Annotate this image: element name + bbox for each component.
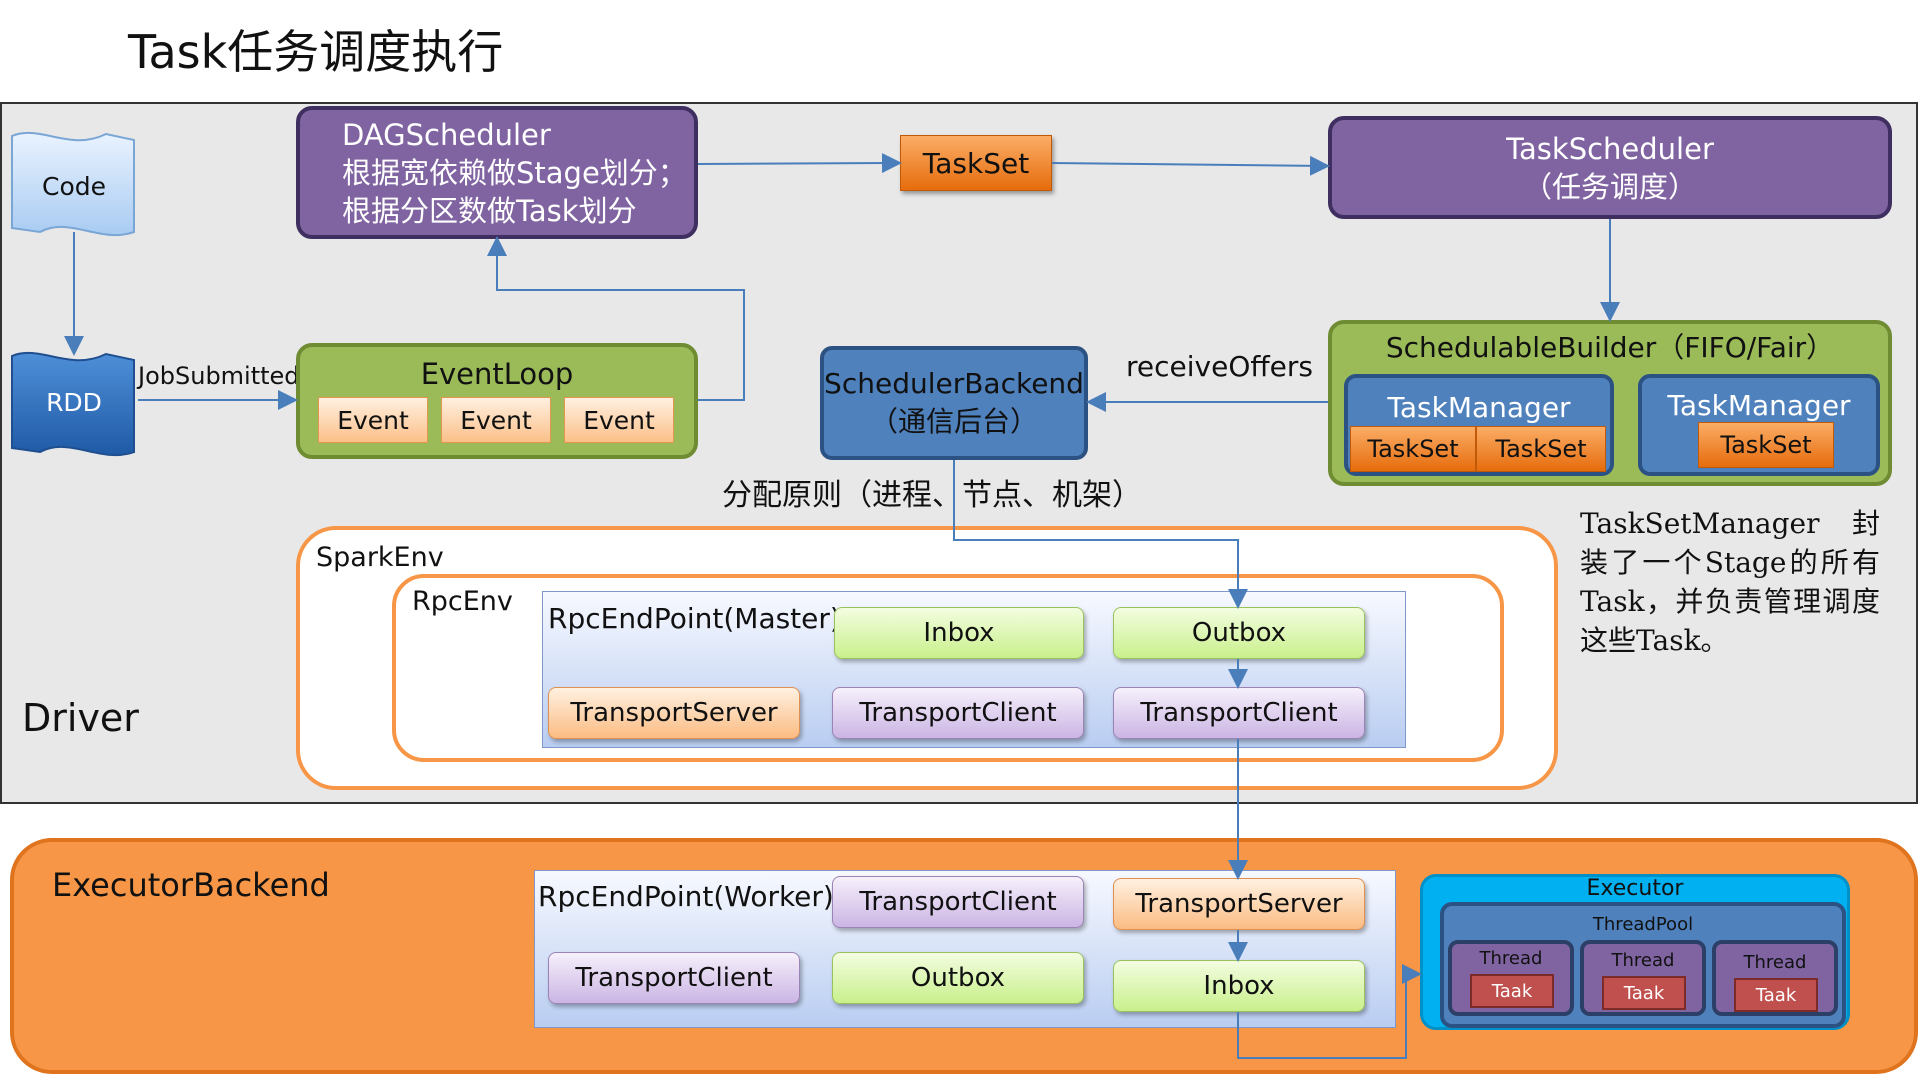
code-label: Code: [41, 171, 106, 201]
event-loop-title: EventLoop: [420, 357, 574, 391]
task-manager-2-taskset-1[interactable]: TaskSet: [1698, 422, 1834, 468]
arrow-eventloop-to-dag: [487, 236, 745, 401]
worker-outbox[interactable]: Outbox: [832, 952, 1084, 1004]
arrow-backend-to-outbox: [953, 460, 1248, 609]
task-scheduler-box[interactable]: TaskScheduler （任务调度）: [1328, 116, 1892, 219]
worker-transport-client-bottom[interactable]: TransportClient: [548, 952, 800, 1004]
worker-transport-server[interactable]: TransportServer: [1113, 878, 1365, 930]
worker-inbox[interactable]: Inbox: [1113, 960, 1365, 1012]
rdd-label: RDD: [46, 387, 102, 417]
arrow-dag-to-taskset: [697, 153, 902, 174]
dag-scheduler-box[interactable]: DAGScheduler 根据宽依赖做Stage划分； 根据分区数做Task划分: [296, 106, 698, 239]
task-scheduler-title: TaskScheduler: [1506, 131, 1714, 166]
scheduler-backend-subtitle: （通信后台）: [869, 405, 1038, 438]
rpc-endpoint-worker-title: RpcEndPoint(Worker): [538, 880, 834, 913]
spark-env-label: SparkEnv: [316, 542, 444, 573]
dag-scheduler-line2: 根据宽依赖做Stage划分；: [342, 156, 687, 190]
taak-box-1[interactable]: Taak: [1470, 974, 1554, 1008]
master-inbox[interactable]: Inbox: [834, 607, 1084, 659]
taak-box-2[interactable]: Taak: [1602, 976, 1686, 1010]
task-scheduler-subtitle: （任务调度）: [1522, 169, 1697, 204]
taskset-box[interactable]: TaskSet: [900, 135, 1052, 191]
rpc-env-label: RpcEnv: [412, 586, 513, 617]
thread-label-2: Thread: [1611, 949, 1675, 971]
task-manager-1-taskset-1[interactable]: TaskSet: [1350, 426, 1476, 472]
thread-label-1: Thread: [1479, 947, 1543, 969]
event-box-3[interactable]: Event: [564, 397, 674, 443]
code-document-shape: [11, 131, 135, 237]
dag-scheduler-title: DAGScheduler: [342, 118, 551, 152]
taskset-manager-note: TaskSetManager 封装了一个Stage的所有Task，并负责管理调度…: [1580, 507, 1880, 657]
task-manager-2-title: TaskManager: [1667, 388, 1851, 422]
executor-backend-label: ExecutorBackend: [52, 866, 330, 904]
executor-title: Executor: [1586, 875, 1684, 901]
arrow-taskset-to-scheduler: [1051, 155, 1330, 176]
scheduler-backend-box[interactable]: SchedulerBackend （通信后台）: [820, 346, 1088, 460]
task-manager-1-title: TaskManager: [1387, 390, 1571, 424]
dag-scheduler-line3: 根据分区数做Task划分: [342, 194, 637, 228]
master-transport-client-1[interactable]: TransportClient: [832, 687, 1084, 739]
master-transport-server[interactable]: TransportServer: [548, 687, 800, 739]
job-submitted-label: JobSubmitted: [138, 362, 300, 390]
allocation-principle-label: 分配原则（进程、节点、机架）: [722, 478, 1142, 513]
master-transport-client-2[interactable]: TransportClient: [1113, 687, 1365, 739]
page-title: Task任务调度执行: [128, 25, 504, 79]
thread-pool-title: ThreadPool: [1592, 913, 1694, 935]
thread-label-3: Thread: [1743, 951, 1807, 973]
event-box-2[interactable]: Event: [441, 397, 551, 443]
scheduler-backend-title: SchedulerBackend: [824, 367, 1084, 400]
rpc-endpoint-master-title: RpcEndPoint(Master): [548, 602, 841, 635]
task-manager-1-taskset-2[interactable]: TaskSet: [1476, 426, 1606, 472]
taak-box-3[interactable]: Taak: [1734, 978, 1818, 1012]
worker-transport-client-top[interactable]: TransportClient: [832, 876, 1084, 928]
schedulable-builder-title: SchedulableBuilder（FIFO/Fair）: [1385, 331, 1835, 364]
event-box-1[interactable]: Event: [318, 397, 428, 443]
arrow-inbox-to-executor: [1237, 964, 1422, 1059]
rdd-document-shape: [11, 351, 135, 457]
receive-offers-label: receiveOffers: [1126, 350, 1313, 383]
driver-label: Driver: [22, 696, 139, 740]
